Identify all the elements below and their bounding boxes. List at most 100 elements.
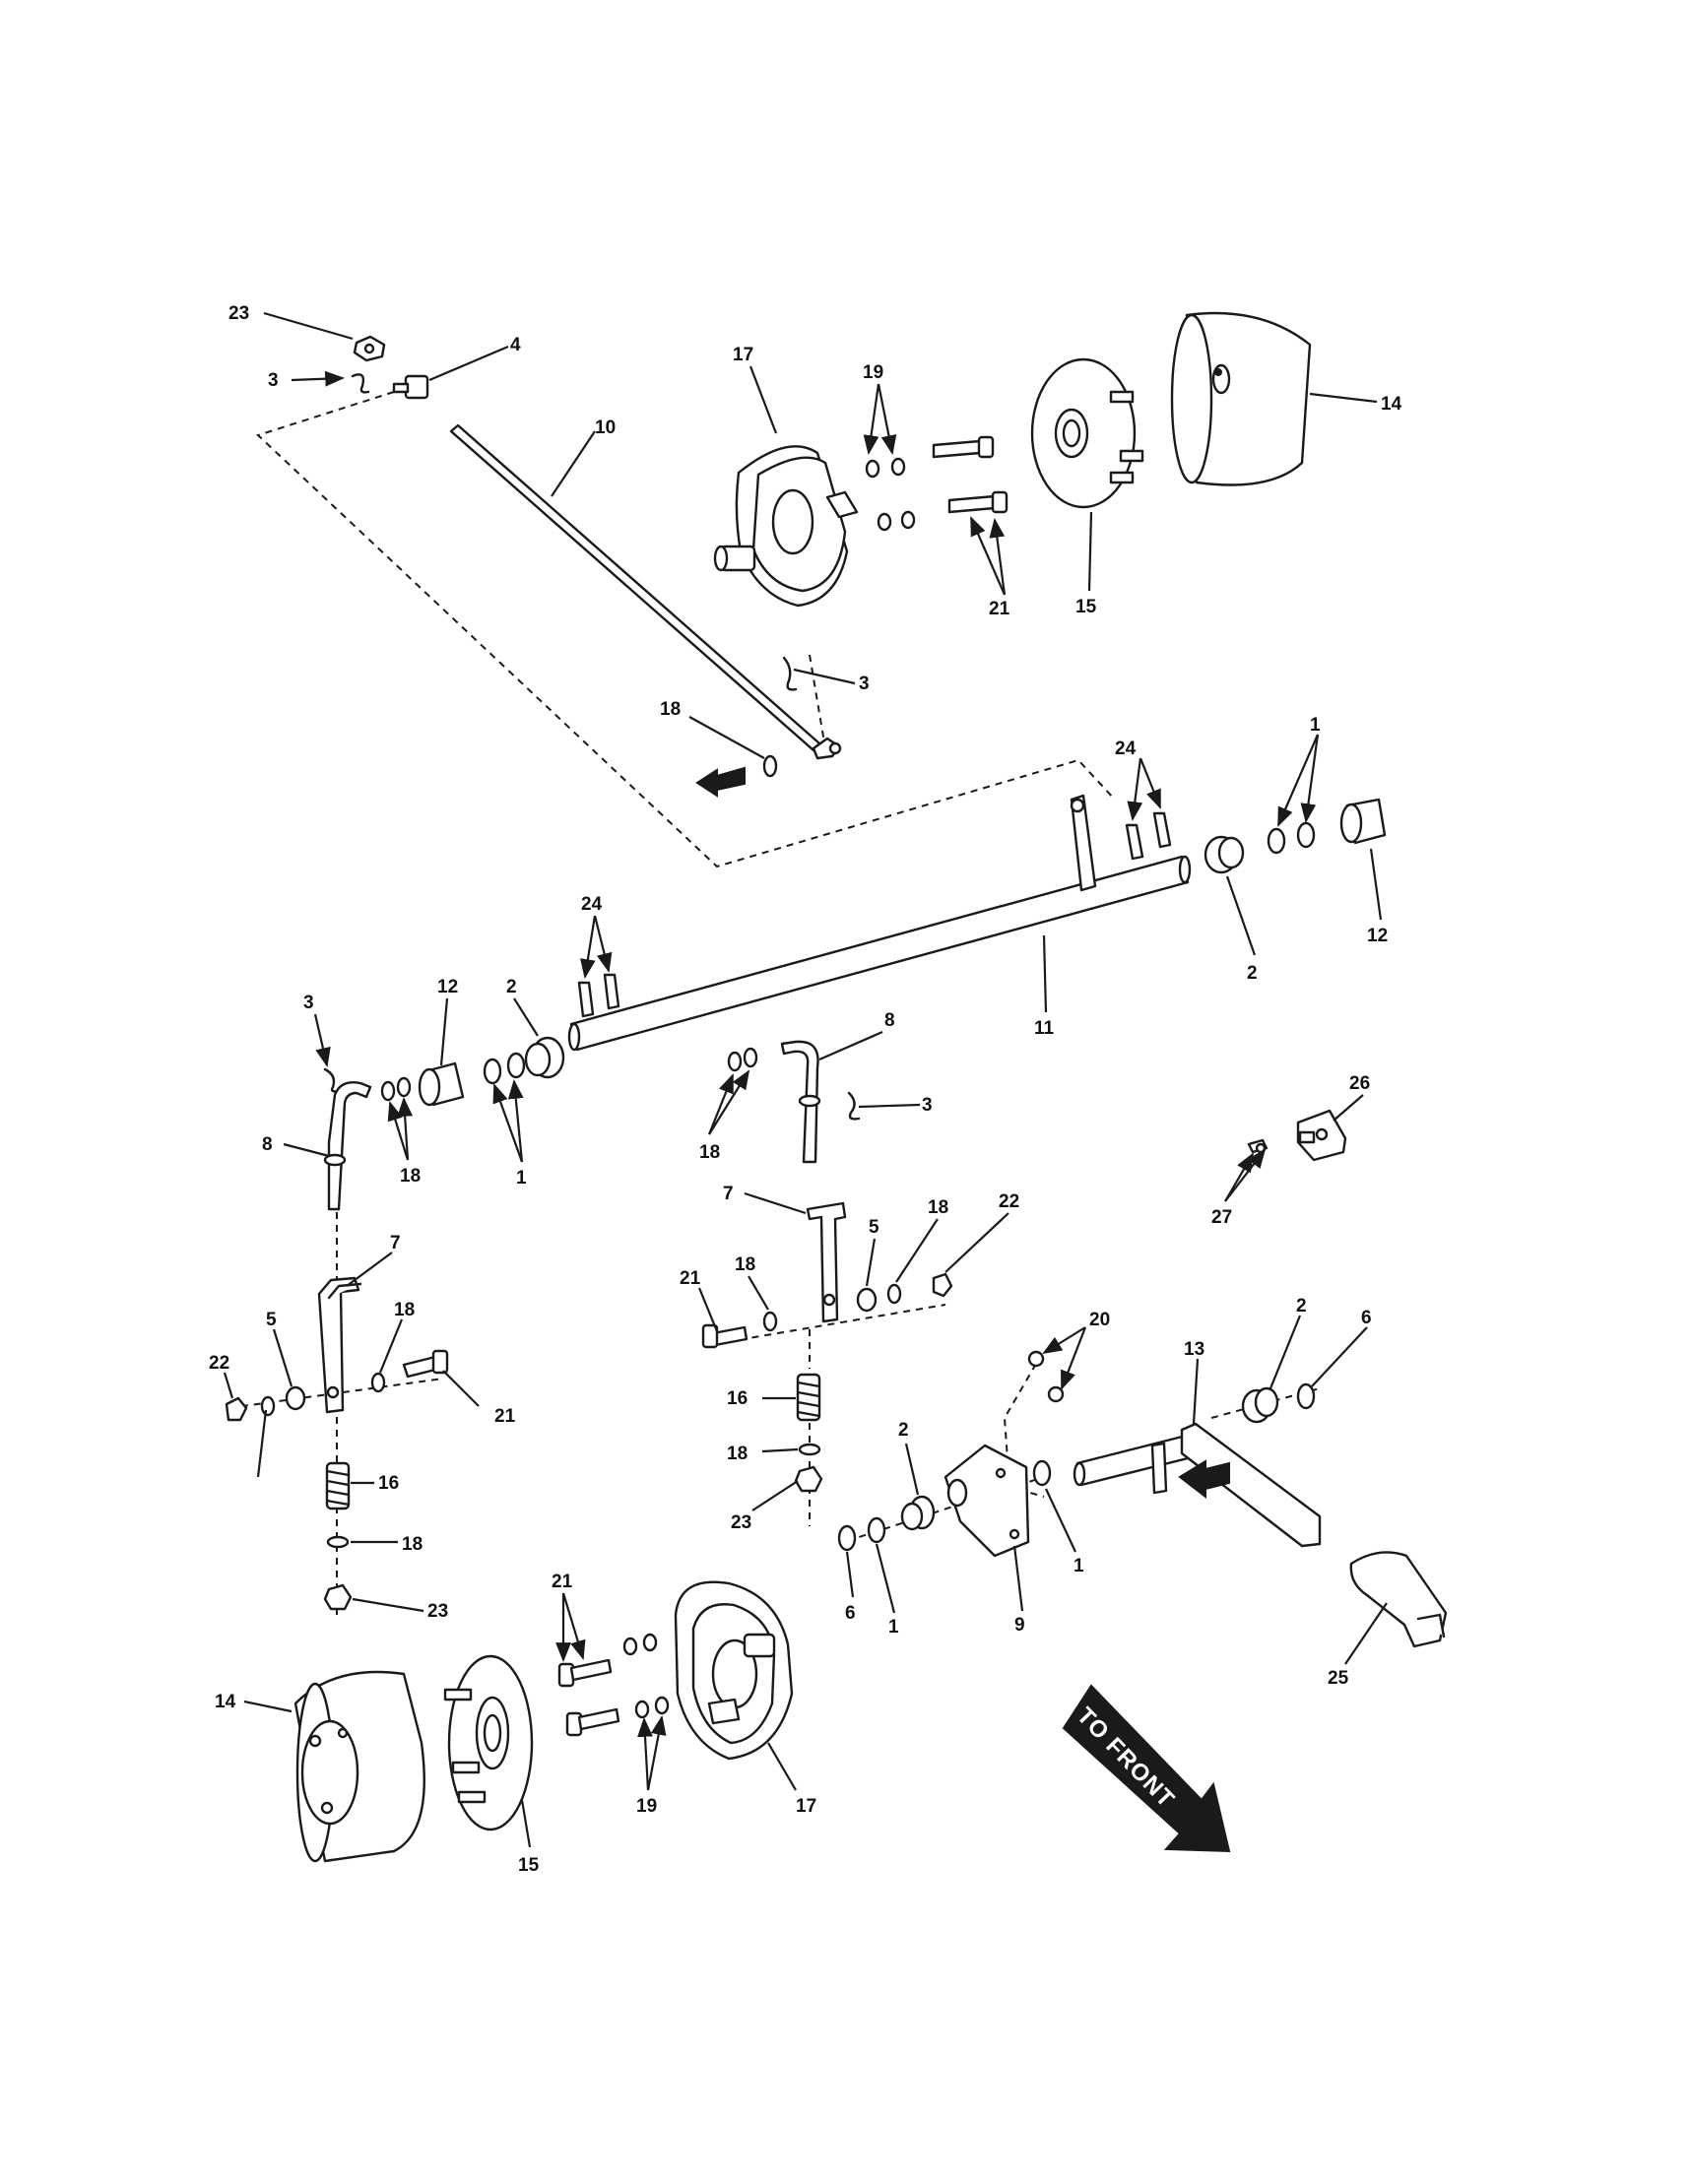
bushing-2-left: [524, 1036, 565, 1079]
callout-17-bottom: 17: [796, 1796, 816, 1817]
cross-shaft-11: [567, 794, 1192, 1052]
washer-18-spring-center: [798, 1443, 821, 1456]
cotter-pin-3-center: [847, 1091, 861, 1121]
callout-2-left: 2: [506, 977, 517, 997]
callout-7-center: 7: [723, 1184, 734, 1204]
callout-labels: 23 3 4 10 17 19 21 15 14 3 18 24 1 12 2 …: [209, 303, 1402, 1876]
callout-3-left: 3: [303, 993, 314, 1013]
callout-24-left: 24: [581, 894, 603, 915]
spring-16-center: [796, 1373, 821, 1422]
callout-1-bracket: 1: [1074, 1556, 1084, 1576]
callout-26: 26: [1349, 1073, 1370, 1094]
callout-2-pedal: 2: [1296, 1296, 1307, 1317]
pedal-pad-25: [1349, 1551, 1448, 1648]
callout-18-left: 18: [400, 1166, 421, 1187]
callout-2-right: 2: [1247, 963, 1258, 984]
bearing-12-left: [418, 1061, 465, 1107]
callout-12-left: 12: [437, 977, 458, 997]
callout-23-left: 23: [427, 1601, 448, 1622]
washers-18-left: [380, 1076, 412, 1102]
brake-rod-8-left: [323, 1081, 372, 1211]
callout-1-left: 1: [516, 1168, 527, 1188]
to-front-arrow: TO FRONT: [1062, 1684, 1231, 1853]
callout-1-right: 1: [1310, 715, 1321, 736]
hub-15-top: [1030, 357, 1144, 509]
brake-shoe-17-top: [713, 445, 859, 608]
nut-23-left: [323, 1583, 353, 1611]
bushing-2-bracket: [900, 1495, 936, 1531]
callout-5-center: 5: [869, 1217, 879, 1238]
callout-18-center-b: 18: [928, 1197, 948, 1218]
washers-1-6-bracket: [837, 1516, 886, 1552]
callout-8-center: 8: [884, 1010, 895, 1031]
cotter-pin-3-top: [351, 373, 370, 394]
brake-rod-10: [449, 423, 842, 760]
bearing-12-right: [1339, 798, 1387, 845]
washer-18-spring-left: [326, 1535, 350, 1549]
callout-6-bracket: 6: [845, 1603, 856, 1624]
callout-19-top: 19: [863, 362, 883, 383]
callout-23-top: 23: [228, 303, 249, 324]
callout-4: 4: [510, 335, 521, 355]
washers-1-right: [1267, 821, 1316, 855]
callout-1-bracket-b: 1: [888, 1617, 899, 1638]
left-pivot-hardware: [225, 1349, 449, 1422]
roll-pins-24-left: [577, 973, 620, 1018]
direction-arrow-upper: [695, 766, 746, 798]
callout-16-center: 16: [727, 1388, 748, 1409]
nut-23-top: [353, 335, 386, 362]
callout-21-bottom: 21: [552, 1572, 573, 1592]
trunnion-4: [392, 374, 429, 400]
nuts-19-top: [865, 457, 916, 532]
callout-3-top: 3: [268, 370, 279, 391]
brake-drum-14-bottom: [293, 1670, 425, 1863]
callout-23-center: 23: [731, 1512, 751, 1533]
spring-16-left: [325, 1461, 351, 1510]
callout-22-center: 22: [999, 1191, 1019, 1212]
brake-lever-7-left: [317, 1276, 362, 1414]
leader-lines: [223, 311, 1388, 1848]
callout-14-top: 14: [1381, 394, 1402, 415]
callout-15-bottom: 15: [518, 1855, 540, 1876]
callout-18-center: 18: [699, 1142, 720, 1163]
pivot-bracket-9: [944, 1444, 1030, 1558]
washers-1-left: [483, 1052, 526, 1085]
brake-lever-7-center: [806, 1201, 847, 1323]
cotter-pin-3-rod: [782, 656, 798, 691]
callout-2-bracket: 2: [898, 1420, 909, 1441]
callout-7-left: 7: [390, 1233, 401, 1253]
callout-15-top: 15: [1075, 597, 1097, 617]
callout-5-left: 5: [266, 1310, 277, 1330]
callout-19-bottom: 19: [636, 1796, 657, 1817]
nuts-19-bottom: [622, 1633, 670, 1719]
to-front-label: TO FRONT: [1072, 1702, 1180, 1813]
callout-21-top: 21: [989, 599, 1010, 619]
washer-18-rod: [762, 754, 778, 778]
callout-10: 10: [595, 418, 616, 438]
callout-21-left: 21: [494, 1406, 516, 1427]
callout-18-left-b: 18: [394, 1300, 415, 1320]
callout-3-center: 3: [922, 1095, 933, 1116]
callout-18-rod: 18: [660, 699, 681, 720]
callout-14-bottom: 14: [215, 1692, 236, 1712]
bolts-21-bottom: [557, 1658, 620, 1737]
nut-23-center: [794, 1465, 823, 1493]
switch-26: [1296, 1109, 1347, 1162]
callout-3-rod: 3: [859, 674, 870, 694]
callout-24-right: 24: [1115, 739, 1137, 759]
bolts-21-top: [932, 435, 1009, 514]
callout-25: 25: [1328, 1668, 1349, 1689]
washer-1-bracket: [1032, 1459, 1052, 1487]
callout-22-left: 22: [209, 1353, 229, 1374]
callout-16-left: 16: [378, 1473, 399, 1494]
callout-6-pedal: 6: [1361, 1308, 1372, 1328]
callout-27: 27: [1211, 1207, 1232, 1228]
hub-15-bottom: [443, 1654, 534, 1831]
bushing-2-right: [1204, 835, 1245, 874]
pedal-shaft-13: [1073, 1422, 1322, 1548]
callout-18-center-c: 18: [735, 1254, 755, 1275]
brake-rod-8-center: [780, 1040, 821, 1164]
callout-21-center: 21: [680, 1268, 701, 1289]
center-pivot-hardware: [701, 1272, 953, 1349]
